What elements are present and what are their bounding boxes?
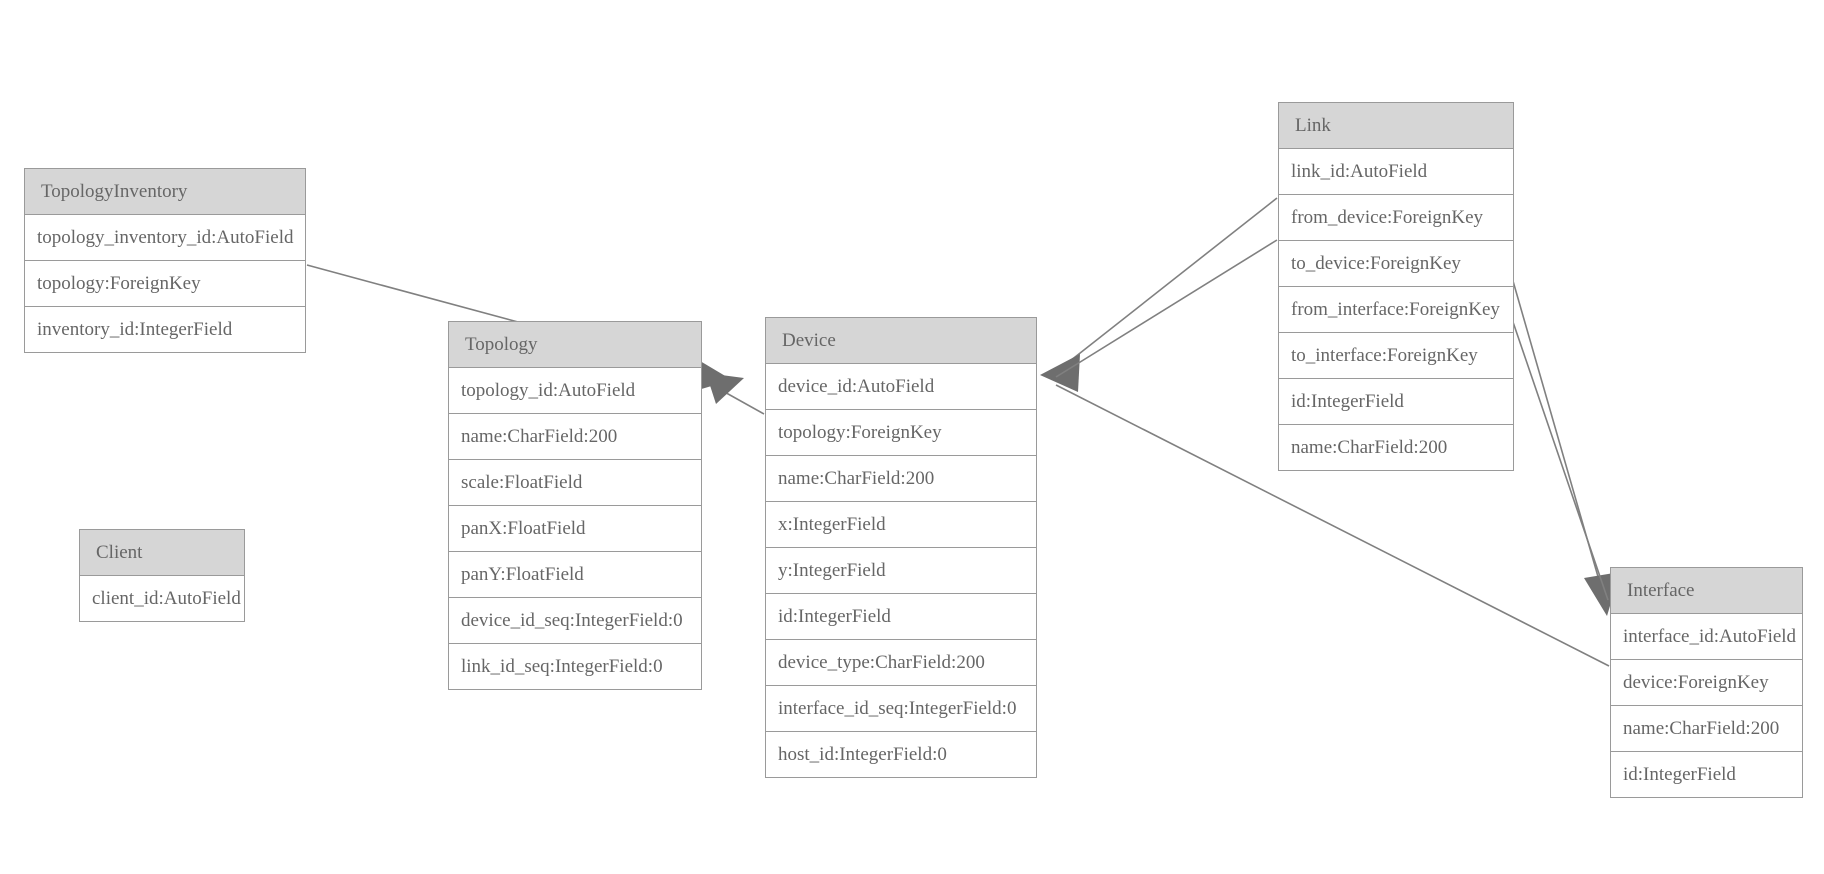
entity-field: client_id:AutoField [80,576,244,621]
entity-field: y:IntegerField [766,548,1036,594]
entity-field: to_device:ForeignKey [1279,241,1513,287]
entity-field: panY:FloatField [449,552,701,598]
entity-field: id:IntegerField [1611,752,1802,797]
entity-field: id:IntegerField [766,594,1036,640]
entity-field: name:CharField:200 [1611,706,1802,752]
entity-title-topology-inventory: TopologyInventory [25,169,305,215]
edge-link-to-interface [1512,321,1609,601]
entity-field: from_device:ForeignKey [1279,195,1513,241]
entity-field: topology_id:AutoField [449,368,701,414]
edge-device-topology [706,373,765,415]
entity-field: name:CharField:200 [449,414,701,460]
entity-field: name:CharField:200 [766,456,1036,502]
entity-field: device_id:AutoField [766,364,1036,410]
entity-title-client: Client [80,530,244,576]
entity-field: link_id:AutoField [1279,149,1513,195]
entity-field: interface_id:AutoField [1611,614,1802,660]
entity-field: inventory_id:IntegerField [25,307,305,352]
entity-field: topology_inventory_id:AutoField [25,215,305,261]
edge-link-from-device [1040,197,1278,392]
entity-field: link_id_seq:IntegerField:0 [449,644,701,689]
entity-field: name:CharField:200 [1279,425,1513,470]
entity-title-topology: Topology [449,322,701,368]
entity-field: host_id:IntegerField:0 [766,732,1036,777]
entity-field: to_interface:ForeignKey [1279,333,1513,379]
entity-field: topology:ForeignKey [25,261,305,307]
entity-title-link: Link [1279,103,1513,149]
entity-field: from_interface:ForeignKey [1279,287,1513,333]
entity-title-interface: Interface [1611,568,1802,614]
entity-field: device_id_seq:IntegerField:0 [449,598,701,644]
entity-field: scale:FloatField [449,460,701,506]
edge-link-to-device [1055,239,1278,378]
edge-link-from-interface [1512,280,1620,616]
entity-field: device:ForeignKey [1611,660,1802,706]
entity-field: panX:FloatField [449,506,701,552]
entity-field: x:IntegerField [766,502,1036,548]
entity-title-device: Device [766,318,1036,364]
entity-field: topology:ForeignKey [766,410,1036,456]
entity-field: device_type:CharField:200 [766,640,1036,686]
entity-field: id:IntegerField [1279,379,1513,425]
entity-field: interface_id_seq:IntegerField:0 [766,686,1036,732]
